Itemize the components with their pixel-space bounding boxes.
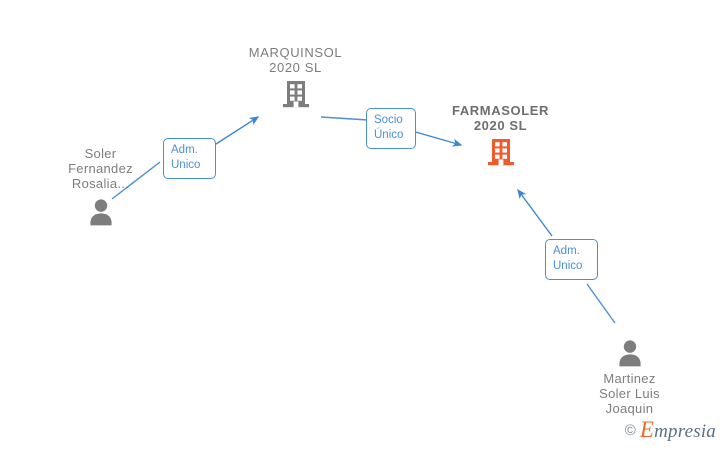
brand-rest: mpresia bbox=[654, 421, 716, 442]
edge-label-adm-unico-martinez[interactable]: Adm. Unico bbox=[545, 239, 598, 280]
person-icon bbox=[618, 340, 641, 367]
building-icon bbox=[282, 81, 309, 108]
brand-initial: E bbox=[639, 417, 655, 442]
node-martinez-soler-luis-joaquin-label: Martinez Soler Luis Joaquin bbox=[599, 371, 660, 416]
node-marquinsol[interactable]: MARQUINSOL 2020 SL bbox=[228, 45, 363, 112]
brand-name: Empresia bbox=[639, 417, 716, 442]
edge-label-socio-unico[interactable]: Socio Único bbox=[366, 108, 416, 149]
node-farmasoler[interactable]: FARMASOLER 2020 SL bbox=[433, 103, 568, 170]
empresia-watermark: © Empresia bbox=[624, 417, 716, 442]
copyright-icon: © bbox=[624, 422, 636, 439]
person-icon bbox=[89, 199, 112, 226]
node-soler-fernandez-rosalia-label: Soler Fernandez Rosalia... bbox=[68, 146, 133, 191]
node-farmasoler-label: FARMASOLER 2020 SL bbox=[452, 103, 549, 133]
node-martinez-soler-luis-joaquin[interactable]: Martinez Soler Luis Joaquin bbox=[572, 332, 687, 416]
node-marquinsol-label: MARQUINSOL 2020 SL bbox=[248, 45, 343, 75]
edge-label-adm-unico-rosalia[interactable]: Adm. Unico bbox=[163, 138, 216, 179]
building-icon bbox=[487, 139, 514, 166]
node-soler-fernandez-rosalia[interactable]: Soler Fernandez Rosalia... bbox=[43, 144, 158, 228]
